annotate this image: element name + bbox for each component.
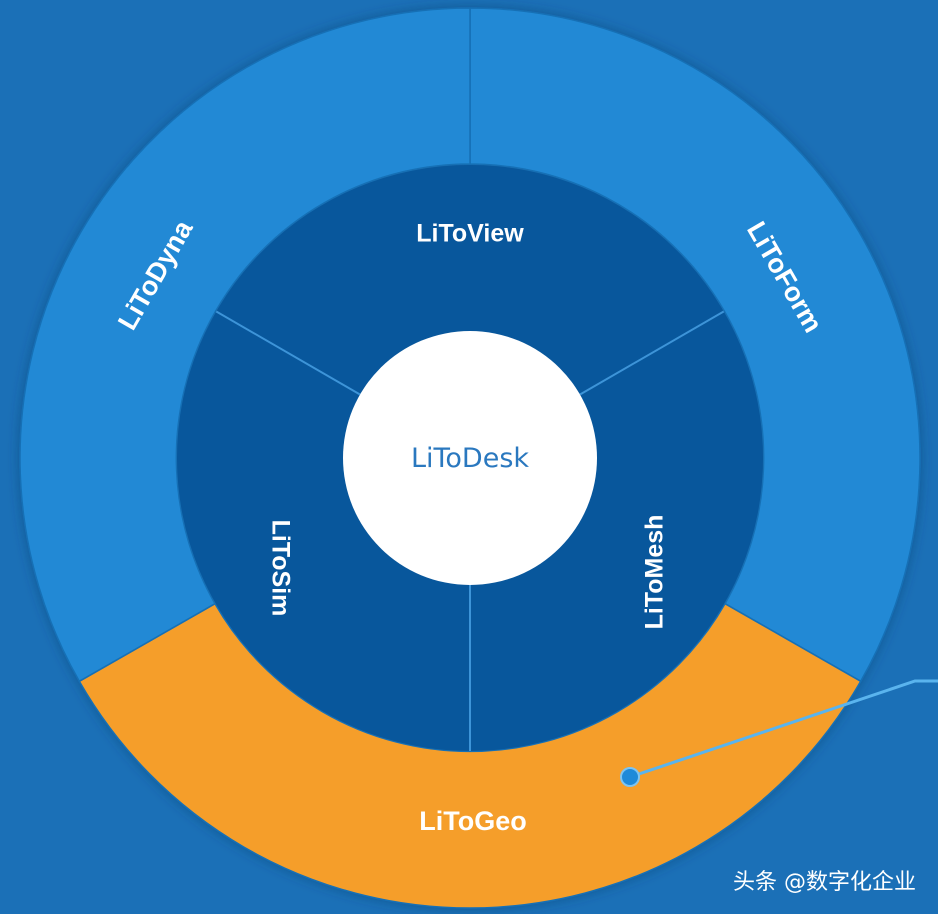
center-circle[interactable]: [343, 331, 597, 585]
inner-divider-view-mesh: [579, 310, 725, 396]
outer-segment-litogeo[interactable]: [78, 602, 862, 909]
callout-line: [629, 679, 938, 779]
watermark: 头条 @数字化企业: [733, 870, 916, 895]
outer-segment-litodyna[interactable]: [19, 7, 471, 683]
outer-label-litogeo: LiToGeo: [419, 806, 527, 836]
inner-divider-sim-view: [215, 310, 361, 396]
center-label: LiToDesk: [411, 443, 529, 474]
inner-label-litosim: LiToSim: [266, 520, 294, 617]
inner-label-litomesh: LiToMesh: [641, 515, 669, 630]
callout-dot: [620, 767, 640, 787]
inner-label-litoview: LiToView: [416, 220, 524, 248]
outer-segment-litoform[interactable]: [469, 7, 921, 683]
